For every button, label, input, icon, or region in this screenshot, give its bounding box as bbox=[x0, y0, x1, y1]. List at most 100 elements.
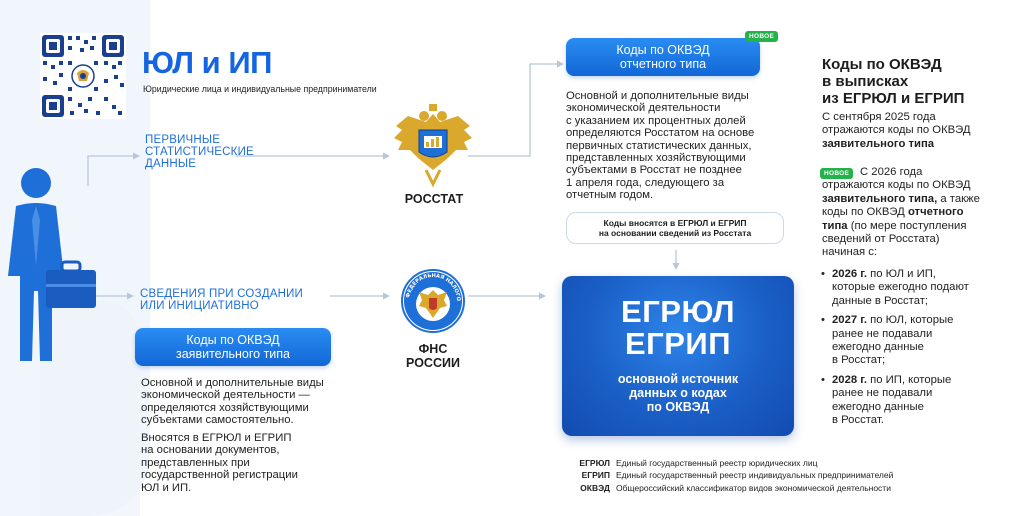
connector-top-left bbox=[87, 155, 134, 186]
legend-text: Единый государственный реестр индивидуал… bbox=[616, 470, 894, 480]
text-line: определяются хозяйствующими bbox=[141, 401, 309, 414]
text-line: сведений от Росстата) bbox=[822, 233, 940, 246]
text-line: экономической деятельности bbox=[566, 102, 721, 115]
egr-sub-line: основной источник bbox=[617, 372, 739, 386]
egr-title-line: ЕГРИП bbox=[625, 326, 731, 361]
text-line: в Росстат; bbox=[832, 354, 886, 367]
text-line: заявительного типа bbox=[822, 138, 971, 151]
label-line: СВЕДЕНИЯ ПРИ СОЗДАНИИ bbox=[140, 288, 304, 300]
year-item-2028: 2028 г. по ИП, которые ранее не подавали… bbox=[818, 374, 1018, 428]
text-span: по ИП, которые bbox=[866, 373, 952, 386]
year-text: 2028 г. bbox=[832, 373, 867, 386]
legend-text: Общероссийский классификатор видов эконо… bbox=[616, 483, 891, 493]
label-primary-stat-data: ПЕРВИЧНЫЕ СТАТИСТИЧЕСКИЕ ДАННЫЕ bbox=[145, 134, 254, 170]
page-subtitle: Юридические лица и индивидуальные предпр… bbox=[143, 84, 377, 94]
arrow-head-5 bbox=[557, 60, 564, 68]
left-paragraph-1: Основной и дополнительные виды экономиче… bbox=[141, 377, 324, 427]
egr-sub-line: по ОКВЭД bbox=[646, 400, 710, 414]
person-with-briefcase-icon bbox=[8, 168, 96, 361]
legend-row-egrip: ЕГРИП Единый государственный реестр индив… bbox=[566, 470, 894, 480]
text-line: Основной и дополнительные виды bbox=[566, 90, 749, 102]
arrow-head-7 bbox=[672, 263, 680, 270]
text-line: представленных хозяйствующими bbox=[566, 152, 746, 165]
year-item-2026: 2026 г. по ЮЛ и ИП, которые ежегодно под… bbox=[818, 268, 1018, 308]
year-item-2027: 2027 г. по ЮЛ, которые ранее не подавали… bbox=[818, 314, 1018, 368]
egr-sub-line: данных о кодах bbox=[629, 386, 727, 400]
egr-main-source-box: ЕГРЮЛ ЕГРИП основной источник данных о к… bbox=[562, 276, 794, 436]
rosstat-label: РОССТАТ bbox=[404, 192, 464, 206]
pill-declarative-codes: Коды по ОКВЭД заявительного типа bbox=[135, 328, 331, 366]
text-line: субъектами в Росстат не позднее bbox=[566, 164, 742, 177]
legend-abbr: ОКВЭД bbox=[580, 483, 610, 493]
text-line: 2026 г. по ЮЛ и ИП, bbox=[832, 268, 1018, 281]
fns-emblem-icon: ФЕДЕРАЛЬНАЯ НАЛОГОВАЯ СЛУЖБА bbox=[400, 268, 465, 333]
text-line: начиная с: bbox=[822, 246, 878, 259]
bold-text: заявительного типа bbox=[822, 137, 935, 150]
right-title: Коды по ОКВЭД в выписках из ЕГРЮЛ и ЕГРИ… bbox=[822, 56, 964, 107]
text-line: отчетным годом. bbox=[566, 189, 654, 202]
arrow-head-1 bbox=[133, 152, 140, 160]
text-line: субъектами самостоятельно. bbox=[141, 414, 294, 427]
arrow-head-6 bbox=[539, 292, 546, 300]
bold-text: отчетного bbox=[907, 206, 964, 219]
text-line: коды по ОКВЭД отчетного bbox=[822, 206, 1018, 219]
text-line: Вносятся в ЕГРЮЛ и ЕГРИП bbox=[141, 432, 292, 444]
right-paragraph-2: С 2026 года отражаются коды по ОКВЭД зая… bbox=[822, 166, 1018, 260]
text-line: С сентября 2025 года bbox=[822, 111, 936, 123]
egr-title: ЕГРЮЛ ЕГРИП bbox=[562, 296, 794, 360]
text-line: ранее не подавали bbox=[832, 387, 933, 400]
note-line: Коды вносятся в ЕГРЮЛ и ЕГРИП bbox=[603, 218, 747, 228]
legend-abbr: ЕГРИП bbox=[581, 470, 610, 480]
text-line: ЮЛ и ИП. bbox=[141, 481, 192, 494]
text-span: по ЮЛ, которые bbox=[866, 314, 954, 327]
text-span: а также bbox=[937, 192, 980, 205]
arrow-head-3 bbox=[383, 152, 390, 160]
text-line: Основной и дополнительные виды bbox=[141, 377, 324, 389]
text-span: (по мере поступления bbox=[847, 219, 967, 232]
qr-code[interactable] bbox=[40, 33, 126, 119]
text-line: с указанием их процентных долей bbox=[566, 114, 746, 127]
connector-rosstat-out bbox=[468, 63, 558, 157]
text-line: ежегодно данные bbox=[832, 400, 924, 413]
text-line: государственной регистрации bbox=[141, 469, 298, 482]
arrow-head-2 bbox=[127, 292, 134, 300]
egr-subtitle: основной источник данных о кодах по ОКВЭ… bbox=[562, 372, 794, 414]
pill-reporting-codes: Коды по ОКВЭД отчетного типа bbox=[566, 38, 760, 76]
fns-label: ФНС РОССИИ bbox=[390, 342, 476, 370]
text-line: определяются Росстатом на основе bbox=[566, 127, 755, 140]
text-span: коды по ОКВЭД bbox=[822, 206, 908, 219]
left-paragraph-2: Вносятся в ЕГРЮЛ и ЕГРИП на основании до… bbox=[141, 432, 298, 494]
text-line: отражаются коды по ОКВЭД bbox=[822, 179, 971, 192]
text-line: отражаются коды по ОКВЭД bbox=[822, 124, 971, 137]
pill-line: Коды по ОКВЭД bbox=[616, 43, 710, 57]
text-line: данные в Росстат; bbox=[832, 294, 929, 307]
label-line: ДАННЫЕ bbox=[145, 158, 197, 170]
text-line: 1 апреля года, следующего за bbox=[566, 176, 725, 189]
text-line: экономической деятельности — bbox=[141, 389, 310, 402]
label-line: ПЕРВИЧНЫЕ bbox=[145, 134, 221, 146]
pill-line: заявительного типа bbox=[176, 347, 290, 361]
note-line: на основании сведений из Росстата bbox=[598, 228, 752, 238]
text-line: 2028 г. по ИП, которые bbox=[832, 374, 1018, 387]
note-rosstat-source: Коды вносятся в ЕГРЮЛ и ЕГРИП на основан… bbox=[566, 212, 784, 244]
year-list: 2026 г. по ЮЛ и ИП, которые ежегодно под… bbox=[818, 268, 1018, 427]
text-line: типа (по мере поступления bbox=[822, 220, 1018, 233]
arrow-head-4 bbox=[383, 292, 390, 300]
legend-text: Единый государственный реестр юридически… bbox=[616, 458, 818, 468]
text-line: ежегодно данные bbox=[832, 341, 924, 354]
new-badge-right: НОВОЕ bbox=[820, 168, 854, 179]
right-paragraph-1: С сентября 2025 года отражаются коды по … bbox=[822, 111, 971, 151]
legend-row-okved: ОКВЭД Общероссийский классификатор видов … bbox=[566, 483, 891, 493]
text-span: С 2026 года bbox=[860, 166, 923, 178]
text-line: представленных при bbox=[141, 456, 250, 469]
text-span: по ЮЛ и ИП, bbox=[866, 268, 936, 280]
year-text: 2026 г. bbox=[832, 268, 867, 280]
pill-line: отчетного типа bbox=[619, 57, 707, 71]
text-line: 2027 г. по ЮЛ, которые bbox=[832, 314, 1018, 327]
text-line: ранее не подавали bbox=[832, 327, 933, 340]
text-line: С 2026 года bbox=[822, 166, 1018, 179]
bold-text: типа bbox=[822, 219, 848, 232]
fns-label-line: ФНС bbox=[418, 342, 448, 356]
